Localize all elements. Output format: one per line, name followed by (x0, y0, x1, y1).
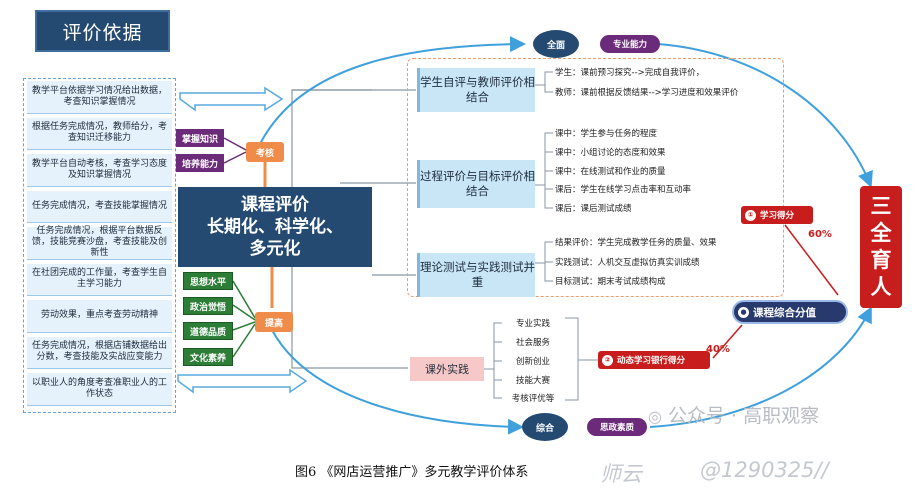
score-number: ① (745, 209, 756, 221)
basis-item: 任务完成情况，根据平台数据反馈，技能竞赛沙盘，考查技能及创新性 (27, 226, 172, 260)
circle-integrated: 综合 (522, 413, 568, 441)
pill-professional: 专业能力 (600, 35, 660, 53)
sanquan-char: 人 (870, 275, 892, 299)
method-detail: 课中：学生参与任务的程度 (555, 129, 658, 139)
target-icon: ● (738, 306, 749, 318)
extracurricular-practice: 课外实践 (410, 357, 484, 381)
tag-culture: 文化素养 (183, 348, 233, 366)
method-detail: 课后：课后测试成绩 (555, 204, 632, 214)
watermark-prefix: 师云 (600, 462, 642, 486)
method-detail: 教师：课前根据反馈结果-->学习进度和效果评价 (555, 88, 739, 98)
tag-ability: 培养能力 (176, 154, 224, 172)
extra-item: 专业实践 (515, 319, 550, 329)
sanquan-char: 三 (870, 194, 892, 218)
method-process-goal: 过程评价与目标评价相结合 (417, 160, 535, 208)
method-detail: 课中：在线测试和作业的质量 (555, 167, 666, 177)
extra-item: 社会服务 (515, 338, 550, 348)
score-label: 学习得分 (760, 211, 795, 221)
basis-item: 根据任务完成情况，教师给分，考查知识迁移能力 (27, 117, 172, 150)
method-detail: 课中：小组讨论的态度和效果 (555, 148, 666, 158)
center-line: 长期化、科学化、 (207, 217, 343, 237)
method-detail: 目标测试：期末考试成绩构成 (555, 277, 666, 287)
wechat-icon: ◎ (648, 407, 662, 426)
tag-politics: 政治觉悟 (183, 297, 233, 315)
basis-item: 任务完成情况，考查技能掌握情况 (27, 190, 172, 223)
line-center-improve (270, 258, 290, 308)
basis-item: 教学平台依据学习情况给出数据，考查知识掌握情况 (27, 81, 172, 114)
node-improve: 提高 (255, 312, 293, 332)
tag-morality: 道德品质 (183, 322, 233, 340)
percent-study: 60% (808, 229, 832, 240)
basis-item: 教学平台自动考核，考查学习态度及知识掌握情况 (27, 154, 172, 187)
method-detail: 实践测试：人机交互虚拟仿真实训成绩 (555, 258, 700, 268)
evaluation-basis-list: 教学平台依据学习情况给出数据，考查知识掌握情况 根据任务完成情况，教师给分，考查… (23, 78, 176, 413)
extra-item: 技能大赛 (515, 376, 550, 386)
evaluation-methods-group (407, 58, 784, 297)
three-all-education: 三 全 育 人 (860, 186, 902, 308)
center-line: 多元化 (249, 239, 301, 259)
extra-item: 考核评优等 (511, 394, 555, 404)
tag-knowledge: 掌握知识 (176, 129, 224, 147)
watermark-account: ◎ 公众号 · 高职观察 (648, 401, 819, 428)
watermark-handle: @1290325// (700, 458, 829, 482)
sanquan-char: 全 (870, 221, 892, 245)
basis-item: 劳动效果，重点考查劳动精神 (27, 300, 172, 333)
score-number: ② (602, 354, 613, 366)
sanquan-char: 育 (870, 248, 892, 272)
method-detail: 课后：学生在线学习点击率和互动率 (555, 185, 692, 195)
figure-caption: 图6 《网店运营推广》多元教学评价体系 (295, 465, 529, 480)
basis-item: 在社团完成的工作量，考查学生自主学习能力 (27, 263, 172, 296)
pill-ideological: 思政素质 (587, 418, 647, 436)
score-label: 动态学习银行得分 (617, 356, 686, 366)
double-arrow-bottom (177, 368, 308, 394)
double-arrow-top (179, 86, 284, 112)
page-title: 评价依据 (35, 10, 170, 52)
score-dynamic: ② 动态学习银行得分 (598, 351, 710, 369)
basis-item: 以职业人的角度考查准职业人的工作状态 (27, 373, 172, 406)
center-line: 课程评价 (241, 195, 309, 215)
method-self-teacher: 学生自评与教师评价相结合 (417, 68, 535, 112)
extra-item: 创新创业 (515, 357, 550, 367)
circle-comprehensive: 全面 (533, 30, 579, 58)
watermark-text: 公众号 · 高职观察 (668, 405, 820, 427)
method-detail: 学生：课前预习探究-->完成自我评价， (555, 68, 705, 78)
tag-ideology: 思想水平 (183, 272, 233, 290)
method-detail: 结果评价：学生完成教学任务的质量、效果 (555, 238, 717, 248)
percent-dynamic: 40% (706, 344, 730, 355)
score-study: ① 学习得分 (741, 206, 813, 224)
composite-label: 课程综合分值 (753, 306, 816, 319)
course-evaluation-center: 课程评价 长期化、科学化、 多元化 (178, 187, 372, 267)
method-theory-practice: 理论测试与实践测试并重 (417, 253, 535, 297)
composite-score: ● 课程综合分值 (734, 302, 846, 322)
basis-item: 任务完成情况，根据店铺数据给出分数，考查技能及实战应变能力 (27, 336, 172, 369)
node-assess: 考核 (246, 142, 284, 162)
